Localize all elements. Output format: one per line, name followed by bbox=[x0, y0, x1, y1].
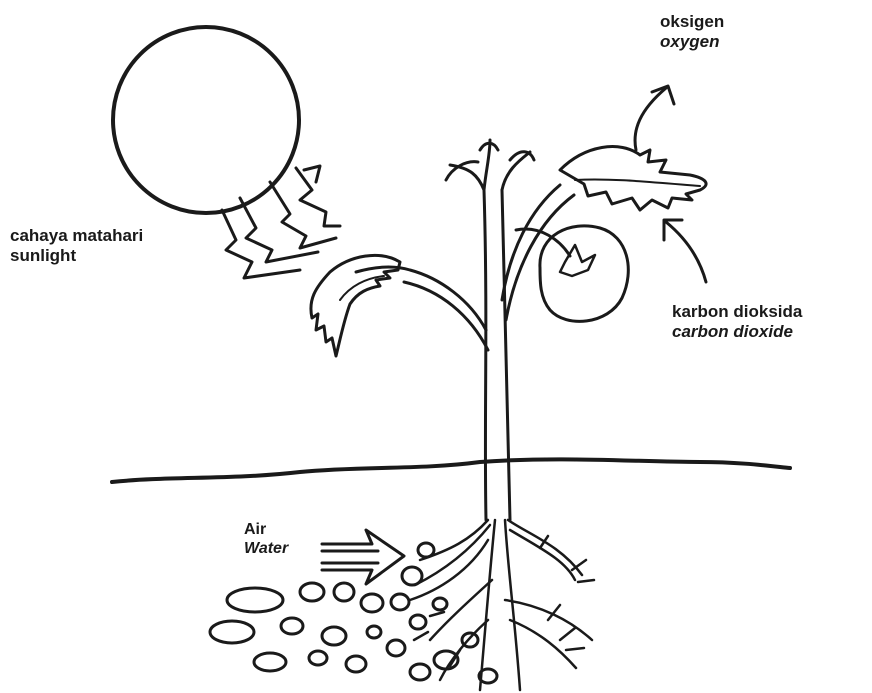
left-leaf bbox=[311, 255, 400, 356]
water-label-malay: Air bbox=[244, 520, 288, 539]
oxygen-label-malay: oksigen bbox=[660, 12, 724, 32]
sunlight-label: cahaya matahari sunlight bbox=[10, 226, 143, 267]
oxygen-label-english: oxygen bbox=[660, 32, 724, 52]
water-arrow bbox=[322, 530, 404, 584]
water-label-english: Water bbox=[244, 539, 288, 558]
sunlight-label-english: sunlight bbox=[10, 246, 143, 266]
water-label: Air Water bbox=[244, 520, 288, 558]
tomato-fruit bbox=[540, 226, 628, 321]
carbon-dioxide-label: karbon dioksida carbon dioxide bbox=[672, 302, 802, 343]
carbon-dioxide-label-malay: karbon dioksida bbox=[672, 302, 802, 322]
carbon-dioxide-label-english: carbon dioxide bbox=[672, 322, 802, 342]
right-leaf bbox=[560, 147, 706, 210]
sunlight-label-malay: cahaya matahari bbox=[10, 226, 143, 246]
ground-line bbox=[112, 459, 790, 482]
oxygen-arrow bbox=[635, 86, 674, 150]
oxygen-label: oksigen oxygen bbox=[660, 12, 724, 53]
carbon-dioxide-arrow bbox=[664, 220, 706, 282]
sunlight-rays bbox=[222, 166, 340, 278]
